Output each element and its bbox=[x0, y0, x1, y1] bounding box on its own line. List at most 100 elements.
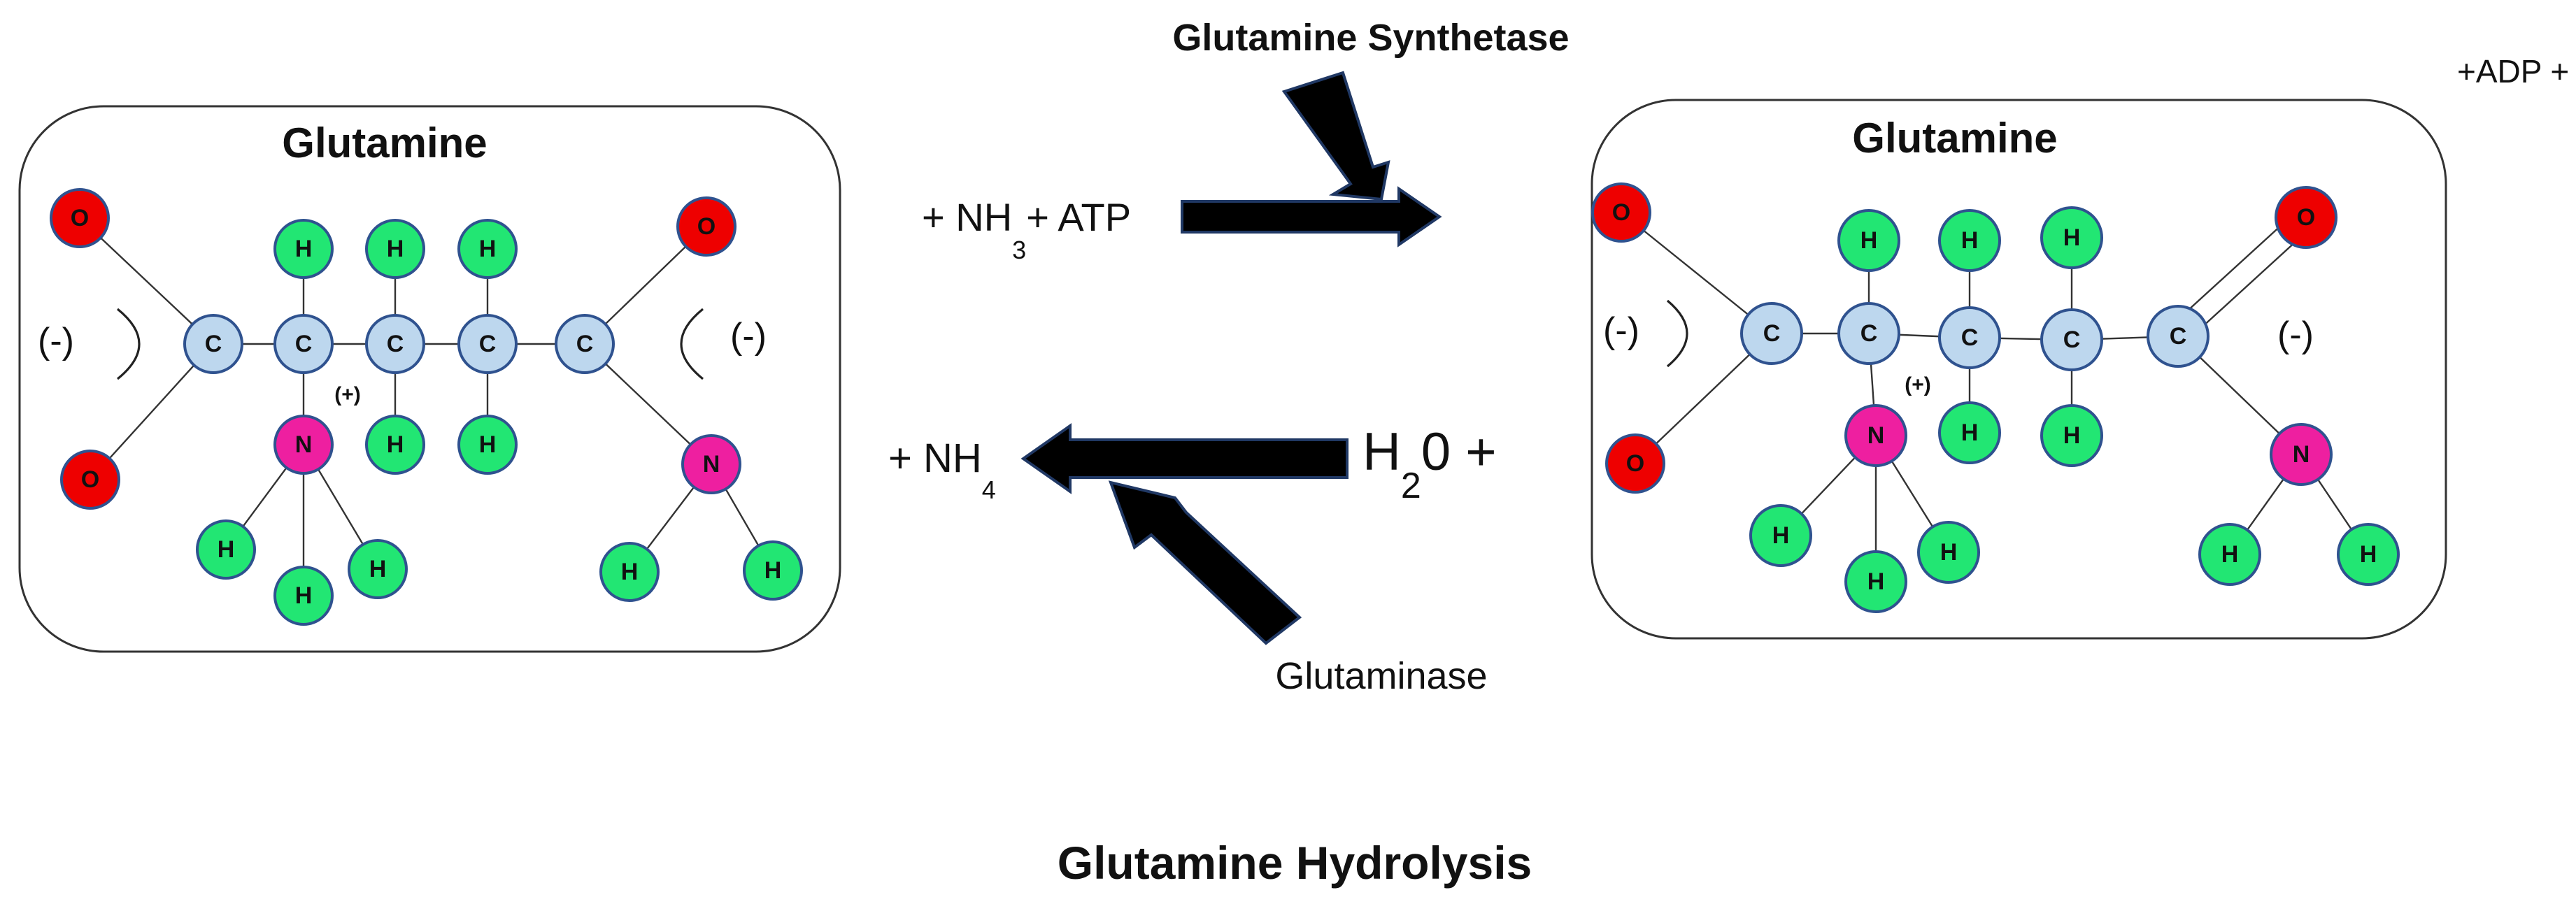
svg-text:H: H bbox=[479, 236, 497, 262]
hydrogen-atom: H bbox=[1917, 521, 1980, 584]
hydrogen-atom: H bbox=[1938, 209, 2001, 272]
svg-text:C: C bbox=[1763, 320, 1781, 347]
svg-text:C: C bbox=[1961, 324, 1979, 351]
svg-text:H: H bbox=[1961, 227, 1979, 254]
hydrogen-atom: H bbox=[743, 540, 803, 601]
oxygen-atom: O bbox=[1605, 433, 1665, 494]
hydrogen-atom: H bbox=[2040, 404, 2103, 467]
hydrogen-atom: H bbox=[2040, 206, 2103, 269]
nitrogen-atom: N bbox=[1844, 404, 1907, 467]
svg-text:C: C bbox=[2170, 323, 2187, 350]
molecule-right: Glutamine (-) (-) (+) bbox=[1591, 99, 2447, 640]
hydrogen-atom: H bbox=[273, 566, 334, 626]
oxygen-atom: O bbox=[676, 196, 736, 257]
charge-left-label: (-) bbox=[1603, 310, 1639, 351]
svg-text:O: O bbox=[81, 466, 99, 493]
molecule-right-atoms: O O O C C C C C N N H H H H H H H H H H bbox=[1591, 182, 2400, 613]
svg-text:H: H bbox=[218, 536, 235, 563]
oxygen-atom: O bbox=[60, 450, 120, 510]
svg-text:H: H bbox=[295, 582, 313, 609]
carbon-atom: C bbox=[2147, 305, 2209, 368]
synthesis-reaction: Glutamine Synthetase + NH3+ ATP +ADP + P… bbox=[922, 17, 2576, 264]
figure-title: Glutamine Hydrolysis bbox=[1058, 837, 1532, 889]
svg-text:C: C bbox=[2063, 327, 2081, 353]
hydrogen-atom: H bbox=[457, 219, 518, 279]
hydrolysis-reaction: + NH4 H20 + Glutaminase bbox=[888, 422, 1497, 697]
hydrogen-atom: H bbox=[273, 219, 334, 279]
right-charge-bracket bbox=[680, 308, 704, 380]
carbon-atom: C bbox=[183, 314, 243, 374]
byproducts-label: +ADP + Pi bbox=[2457, 53, 2576, 89]
svg-text:C: C bbox=[479, 331, 497, 357]
hydrogen-atom: H bbox=[2198, 523, 2261, 586]
carbon-atom: C bbox=[1740, 302, 1803, 365]
svg-text:C: C bbox=[295, 331, 313, 357]
charge-plus-label: (+) bbox=[1905, 373, 1931, 396]
molecule-left-title: Glutamine bbox=[282, 120, 487, 166]
reactant-water: H20 + bbox=[1362, 422, 1497, 506]
svg-text:H: H bbox=[2063, 422, 2081, 449]
hydrogen-atom: H bbox=[1938, 401, 2001, 464]
charge-left-label: (-) bbox=[38, 321, 74, 361]
hydrogen-atom: H bbox=[348, 539, 408, 599]
oxygen-atom: O bbox=[1591, 182, 1651, 243]
svg-text:H: H bbox=[1961, 419, 1979, 446]
svg-text:N: N bbox=[1867, 422, 1885, 449]
svg-text:H: H bbox=[387, 431, 404, 458]
carbon-atom: C bbox=[2040, 308, 2103, 371]
nitrogen-atom: N bbox=[2270, 423, 2333, 486]
hydrogen-atom: H bbox=[599, 542, 660, 602]
charge-plus-label: (+) bbox=[334, 383, 361, 406]
svg-text:O: O bbox=[71, 205, 89, 231]
nitrogen-atom: N bbox=[273, 415, 334, 475]
molecule-right-box bbox=[1591, 99, 2447, 640]
hydrogen-atom: H bbox=[457, 415, 518, 475]
svg-text:C: C bbox=[205, 331, 222, 357]
svg-text:H: H bbox=[2221, 541, 2239, 568]
enzyme-synthetase-label: Glutamine Synthetase bbox=[1172, 17, 1569, 59]
forward-arrow bbox=[1181, 186, 1442, 248]
left-charge-bracket bbox=[1666, 299, 1688, 368]
molecule-left-atoms: O O O C C C C C N N H H H H H H H H H H bbox=[50, 188, 803, 626]
svg-text:H: H bbox=[479, 431, 497, 458]
molecule-right-title: Glutamine bbox=[1852, 115, 2057, 162]
svg-text:H: H bbox=[621, 559, 639, 585]
left-charge-bracket bbox=[116, 308, 141, 380]
backward-arrow bbox=[1020, 423, 1349, 494]
hydrogen-atom: H bbox=[1844, 550, 1907, 613]
svg-text:H: H bbox=[1940, 539, 1958, 566]
svg-text:N: N bbox=[2293, 441, 2310, 468]
svg-text:C: C bbox=[576, 331, 594, 357]
enzyme-glutaminase-label: Glutaminase bbox=[1275, 655, 1487, 697]
nitrogen-atom: N bbox=[681, 434, 741, 494]
product-ammonium: + NH4 bbox=[888, 436, 996, 504]
hydrogen-atom: H bbox=[365, 415, 425, 475]
synthetase-enzyme-arrow bbox=[1281, 71, 1390, 201]
charge-right-label: (-) bbox=[730, 316, 767, 357]
hydrogen-atom: H bbox=[1837, 209, 1900, 272]
svg-text:H: H bbox=[2360, 541, 2377, 568]
svg-text:O: O bbox=[1612, 199, 1630, 226]
oxygen-atom: O bbox=[50, 188, 110, 248]
carbon-atom: C bbox=[1837, 302, 1900, 365]
svg-text:H: H bbox=[764, 557, 782, 584]
svg-text:H: H bbox=[295, 236, 313, 262]
carbon-atom: C bbox=[1938, 306, 2001, 369]
svg-text:O: O bbox=[697, 213, 716, 240]
svg-text:H: H bbox=[1772, 522, 1790, 549]
svg-text:N: N bbox=[703, 451, 720, 478]
hydrogen-atom: H bbox=[2337, 523, 2400, 586]
molecule-left: Glutamine (-) (-) (+) bbox=[18, 105, 841, 653]
svg-text:H: H bbox=[1860, 227, 1878, 254]
hydrogen-atom: H bbox=[196, 519, 256, 580]
svg-text:C: C bbox=[1860, 320, 1878, 347]
carbon-atom: C bbox=[457, 314, 518, 374]
svg-text:N: N bbox=[295, 431, 313, 458]
svg-text:H: H bbox=[2063, 224, 2081, 251]
carbon-atom: C bbox=[555, 314, 615, 374]
carbon-atom: C bbox=[273, 314, 334, 374]
reactant-ammonia-atp: + NH3+ ATP bbox=[922, 195, 1131, 264]
svg-text:H: H bbox=[1867, 568, 1885, 595]
charge-right-label: (-) bbox=[2277, 315, 2314, 355]
